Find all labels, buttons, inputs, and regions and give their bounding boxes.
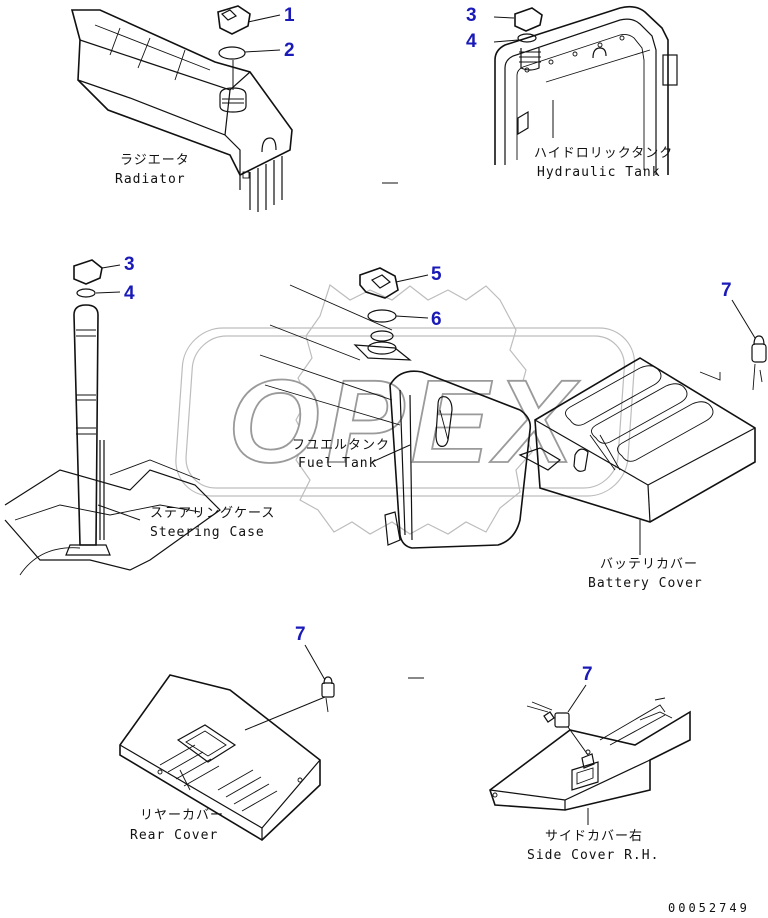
side-cover-label-en: Side Cover R.H. (527, 848, 659, 863)
leader-steering-case (97, 504, 141, 521)
rear-cover-label-en: Rear Cover (130, 828, 218, 843)
rear-cover-label-jp: リヤーカバー (140, 808, 224, 823)
fuel-tank-drawing (259, 284, 562, 549)
leader-4-hyd (493, 39, 519, 43)
key-lock-rear (321, 676, 335, 713)
steering-case-label-en: Steering Case (150, 525, 265, 540)
callout-7-rear: 7 (295, 624, 306, 645)
cap-part-3-steer (73, 259, 103, 285)
battery-cover-label-jp: バッテリカバー (600, 557, 698, 572)
steering-case-drawing (4, 304, 221, 576)
leader-6 (395, 315, 429, 319)
cap-part-3-hyd (514, 7, 543, 32)
separator-mark (382, 182, 424, 679)
battery-cover-drawing (534, 357, 756, 523)
callout-4-hyd: 4 (466, 31, 477, 52)
callout-5: 5 (431, 264, 442, 285)
hydraulic-tank-label-jp: ハイドロリックタンク (534, 146, 673, 161)
watermark-frame (175, 327, 636, 497)
callout-7-side: 7 (582, 664, 593, 685)
callout-6: 6 (431, 309, 442, 330)
leader-fuel-tank (371, 444, 411, 463)
radiator-label-en: Radiator (115, 172, 186, 187)
key-lock-side (526, 701, 570, 728)
callout-7-battery: 7 (721, 280, 732, 301)
leader-1 (247, 14, 281, 23)
hydraulic-tank-label-en: Hydraulic Tank (537, 165, 661, 180)
battery-cover-label-en: Battery Cover (588, 576, 703, 591)
oring-part-6 (367, 309, 397, 323)
leader-7-rear (304, 644, 326, 681)
callout-3-hyd: 3 (466, 5, 477, 26)
leader-4-steer (95, 291, 121, 294)
oring-part-2 (218, 46, 246, 60)
fuel-tank-label-en: Fuel Tank (298, 456, 377, 471)
oring-part-4-hyd (517, 33, 537, 43)
rear-cover-drawing (119, 674, 321, 841)
leader-7-battery (731, 299, 756, 339)
callout-4-steer: 4 (124, 283, 135, 304)
fuel-tank-label-jp: フユエルタンク (292, 438, 390, 453)
callout-2: 2 (284, 40, 295, 61)
leader-rear-lock (244, 696, 326, 731)
radiator-label-jp: ラジエータ (120, 153, 190, 168)
steering-case-label-jp: ステアリングケース (150, 506, 275, 521)
hydraulic-tank-drawing (494, 5, 678, 175)
leader-3-hyd (493, 16, 515, 19)
cap-part-5 (359, 267, 399, 299)
key-lock-battery (751, 335, 767, 391)
oring-part-4-steer (76, 288, 96, 298)
watermark-text: OPEX (228, 356, 580, 488)
leader-5 (395, 274, 429, 283)
callout-1: 1 (284, 5, 295, 26)
leader-7-side (567, 684, 587, 713)
leader-side-lock (567, 726, 589, 756)
fuel-filler-neck (370, 330, 394, 342)
leader-2 (244, 49, 281, 53)
watermark-gear (295, 284, 533, 535)
leader-3-steer (101, 264, 121, 269)
cap-part-1 (217, 5, 251, 35)
side-cover-drawing (489, 697, 691, 811)
document-number: 00052749 (668, 901, 750, 915)
radiator-drawing (70, 9, 293, 212)
callout-3-steer: 3 (124, 254, 135, 275)
side-cover-label-jp: サイドカバー右 (545, 829, 643, 844)
